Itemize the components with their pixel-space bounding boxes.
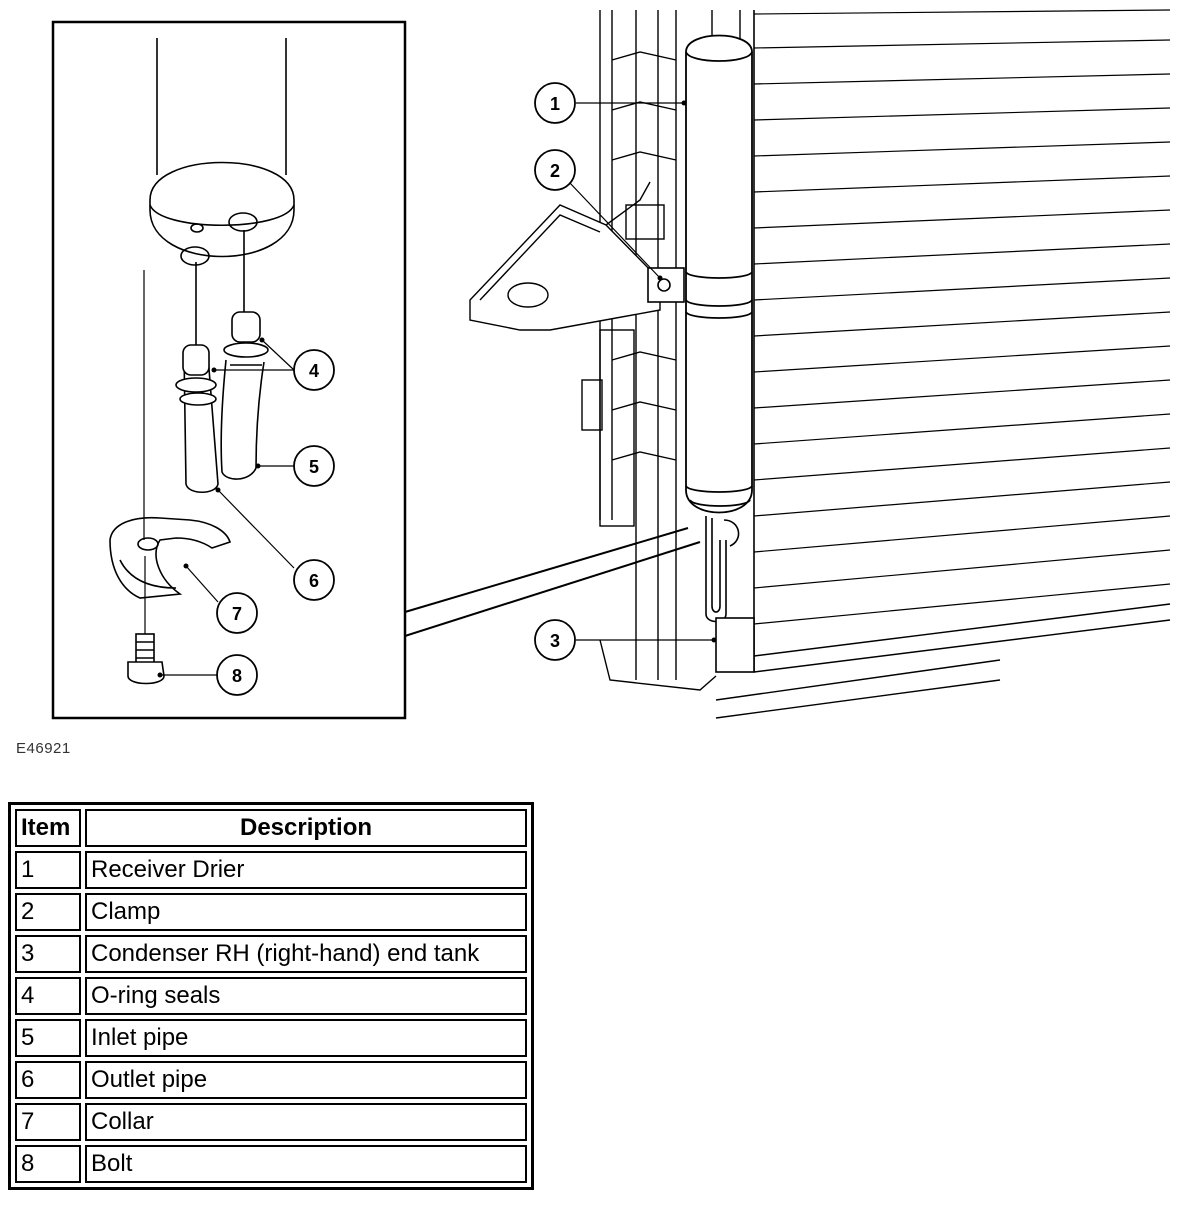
legend-item-description: Inlet pipe xyxy=(85,1019,527,1057)
callout-8: 8 xyxy=(232,666,242,686)
table-row: 1 Receiver Drier xyxy=(15,851,527,889)
legend-item-description: Condenser RH (right-hand) end tank xyxy=(85,935,527,973)
legend-item-number: 8 xyxy=(15,1145,81,1183)
callout-7: 7 xyxy=(232,604,242,624)
table-row: 4 O-ring seals xyxy=(15,977,527,1015)
legend-item-number: 7 xyxy=(15,1103,81,1141)
callout-1: 1 xyxy=(550,94,560,114)
legend-item-description: Clamp xyxy=(85,893,527,931)
condenser-end-tank xyxy=(581,10,741,691)
parts-legend-table: Item Description 1 Receiver Drier 2 Clam… xyxy=(8,802,534,1190)
table-row: 3 Condenser RH (right-hand) end tank xyxy=(15,935,527,973)
mounting-bracket xyxy=(469,181,665,331)
clamp xyxy=(647,267,685,303)
legend-item-description: Outlet pipe xyxy=(85,1061,527,1099)
callout-5: 5 xyxy=(309,457,319,477)
table-row: 2 Clamp xyxy=(15,893,527,931)
table-row: 5 Inlet pipe xyxy=(15,1019,527,1057)
exploded-diagram: 1 2 3 4 5 6 7 8 xyxy=(51,9,1171,720)
collar-detail xyxy=(109,270,232,599)
receiver-drier xyxy=(685,34,753,514)
inlet-pipe-detail xyxy=(220,230,269,480)
outlet-pipe-detail xyxy=(175,262,219,494)
leader-lines xyxy=(160,102,714,676)
callout-3: 3 xyxy=(550,631,560,651)
inset-connector-line xyxy=(404,541,701,637)
legend-item-description: Receiver Drier xyxy=(85,851,527,889)
bolt-detail xyxy=(127,556,165,685)
legend-item-number: 6 xyxy=(15,1061,81,1099)
leader-dots xyxy=(157,100,717,678)
legend-item-description: Bolt xyxy=(85,1145,527,1183)
drier-pipes xyxy=(705,516,755,673)
legend-header-description: Description xyxy=(85,809,527,847)
callout-4: 4 xyxy=(309,361,319,381)
table-row: 7 Collar xyxy=(15,1103,527,1141)
figure-id-label: E46921 xyxy=(16,740,71,757)
condenser-lower-rail xyxy=(715,603,1171,719)
legend-item-description: O-ring seals xyxy=(85,977,527,1015)
table-row: 6 Outlet pipe xyxy=(15,1061,527,1099)
drier-base-detail xyxy=(149,38,295,266)
condenser-core xyxy=(753,9,1171,672)
detail-inset-frame xyxy=(51,20,407,720)
table-row: 8 Bolt xyxy=(15,1145,527,1183)
legend-header-item: Item xyxy=(15,809,81,847)
legend-item-description: Collar xyxy=(85,1103,527,1141)
legend-item-number: 1 xyxy=(15,851,81,889)
callout-2: 2 xyxy=(550,161,560,181)
callout-6: 6 xyxy=(309,571,319,591)
legend-header-row: Item Description xyxy=(15,809,527,847)
legend-item-number: 3 xyxy=(15,935,81,973)
legend-item-number: 5 xyxy=(15,1019,81,1057)
legend-item-number: 4 xyxy=(15,977,81,1015)
legend-item-number: 2 xyxy=(15,893,81,931)
inset-connector-line xyxy=(404,527,689,613)
